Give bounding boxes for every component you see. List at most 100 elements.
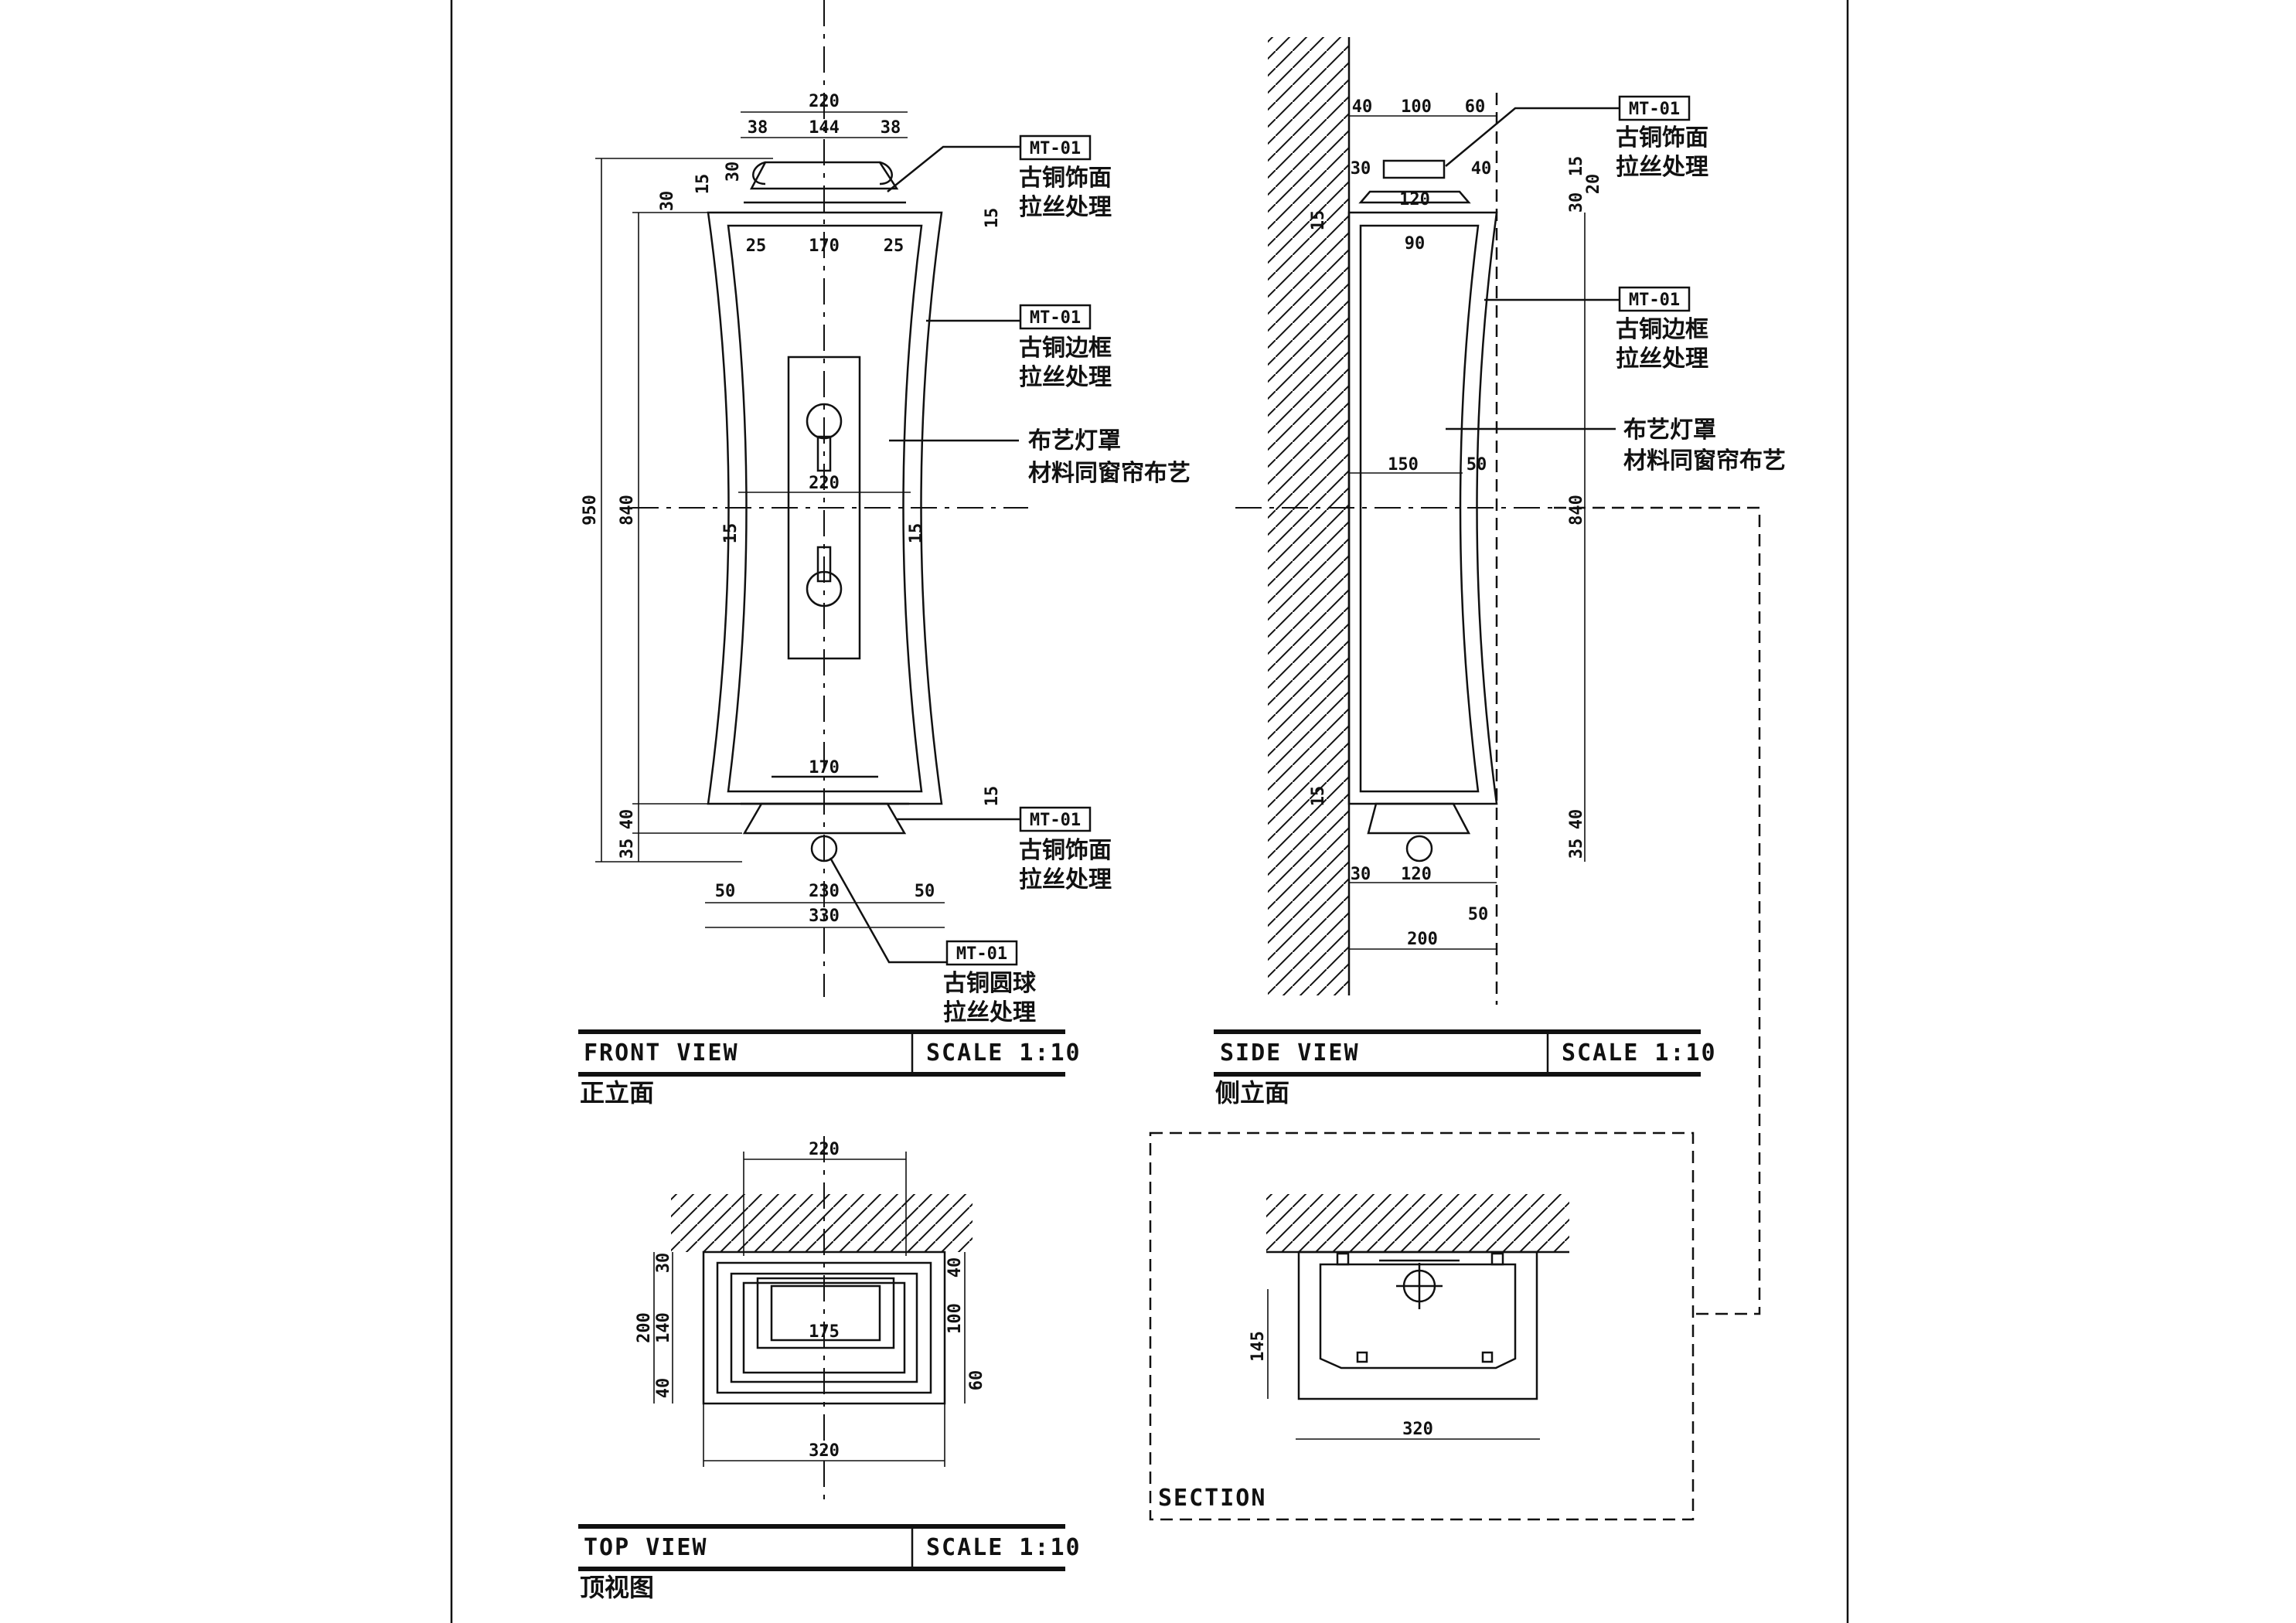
top-dim-h-total: 200 [635,1312,654,1343]
front-dim-overall: 950 [581,495,600,526]
side-dim-cap-h2: 20 [1584,174,1603,195]
front-dim-bot-l: 50 [715,882,736,901]
side-dim-bot-r: 50 [1468,905,1489,924]
front-dim-mid-l: 15 [721,523,741,544]
front-dim-inner-top-l: 25 [746,236,767,256]
side-dim-cap-w: 120 [1399,190,1430,209]
top-rect-5 [756,1277,895,1349]
front-dim-side-15-top: 15 [983,208,1002,229]
front-panel-circle-bottom [806,570,843,607]
section-wall-hatch [1266,1194,1569,1252]
side-note-frame-2: 拉丝处理 [1616,345,1708,373]
front-panel-slot-top [816,435,832,472]
front-tag-frame: MT-01 [1030,308,1081,328]
side-dim-cap-h1: 15 [1567,156,1586,177]
front-ball [810,835,838,863]
side-dim-mid-w: 150 [1388,455,1419,475]
side-tag-frame-box [1618,286,1691,312]
side-dim-base-40: 40 [1567,809,1586,830]
section-frame [1149,1131,1695,1521]
front-cap-scroll-left [752,161,766,185]
side-ball [1405,835,1433,863]
front-dim-body: 840 [618,495,637,526]
front-note-ball-1: 古铜圆球 [943,970,1037,997]
top-wall-hatch [671,1194,973,1252]
front-dim-mid-r: 15 [907,523,926,544]
top-rect-3 [730,1272,918,1383]
section-title: SECTION [1158,1485,1266,1512]
side-dim-cap-l: 30 [1351,159,1371,179]
front-dim-inner-top-r: 25 [884,236,904,256]
front-dim-bot-mid: 230 [809,882,840,901]
side-body-inner [1359,224,1480,793]
side-dim-top-mid: 100 [1401,97,1432,117]
side-view: 40 100 60 30 40 120 15 20 30 15 90 150 5… [1214,37,1786,1108]
side-note-frame-1: 古铜边框 [1616,316,1708,343]
side-cap-top [1382,159,1446,179]
side-view-title: SIDE VIEW [1220,1039,1360,1067]
side-dim-base-15: 15 [1309,786,1328,807]
front-leader-ball [829,857,947,964]
front-tag-ball-box [945,940,1018,966]
side-wall-hatch [1268,37,1349,995]
front-leader-cap [887,145,1020,192]
top-view: 220 175 200 30 140 40 40 100 60 320 TOP … [578,1136,1082,1602]
side-dim-bot-l: 30 [1351,865,1371,884]
top-view-scale: SCALE 1:10 [926,1534,1082,1561]
side-dim-inner-top: 90 [1405,234,1426,253]
side-body-outer [1347,211,1498,805]
side-cap [1358,190,1471,204]
side-note-cap-1: 古铜饰面 [1616,124,1708,151]
top-rect-6 [770,1284,881,1342]
front-note-cap-1: 古铜饰面 [1019,165,1112,192]
top-dim-inner-w: 175 [809,1322,840,1342]
top-outer [702,1250,946,1405]
top-rect-2 [716,1261,932,1394]
front-cap [749,161,899,190]
front-dim-top-left: 38 [748,118,768,138]
front-tag-cap: MT-01 [1030,139,1081,158]
top-dim-h-140: 140 [654,1312,673,1343]
side-dim-bot-mid: 120 [1401,865,1432,884]
front-body-inner [727,224,923,793]
side-dim-mid-r: 50 [1467,455,1487,475]
side-leader-cap [1445,107,1620,167]
front-dim-bottom-15: 15 [983,786,1002,807]
front-tag-cap-box [1019,134,1092,161]
front-note-ball-2: 拉丝处理 [943,999,1036,1026]
front-tag-ball: MT-01 [956,944,1007,964]
front-dim-inner-top-mid: 170 [809,236,840,256]
front-note-base-1: 古铜饰面 [1019,837,1112,864]
front-dim-bot-total: 330 [809,907,840,926]
side-dim-wall-15: 15 [1309,210,1328,231]
front-dim-bot-r: 50 [915,882,935,901]
front-tag-base-box [1019,806,1092,832]
top-dim-h-40: 40 [654,1378,673,1399]
side-view-cn-title: 侧立面 [1215,1078,1289,1108]
front-dim-top-total: 220 [809,92,840,111]
front-view-title: FRONT VIEW [584,1039,739,1067]
front-body-outer [707,211,943,805]
front-tag-base: MT-01 [1030,811,1081,830]
side-dim-bot-total: 200 [1407,930,1438,949]
front-dim-top-right: 38 [881,118,901,138]
section-view: 145 320 SECTION [1149,506,1761,1521]
top-dim-total-w: 320 [809,1441,840,1461]
front-dim-cap-h2: 15 [693,174,713,195]
section-corner-br [1481,1351,1494,1363]
section-cavity [1319,1263,1517,1370]
front-view-scale: SCALE 1:10 [926,1039,1082,1067]
section-cut-line [1554,506,1761,1315]
side-dim-top-r: 60 [1465,97,1486,117]
front-view-cn-title: 正立面 [580,1078,654,1108]
front-note-base-2: 拉丝处理 [1019,866,1112,893]
top-dim-h-30: 30 [654,1253,673,1274]
side-dim-base-35: 35 [1567,839,1586,859]
front-dim-cap-h1: 30 [658,191,677,212]
top-view-cn-title: 顶视图 [580,1573,654,1602]
side-tag-cap-box [1618,95,1691,121]
side-dim-body-h: 840 [1567,495,1586,526]
side-dim-cap-h3: 30 [1567,192,1586,213]
front-tag-frame-box [1019,304,1092,330]
